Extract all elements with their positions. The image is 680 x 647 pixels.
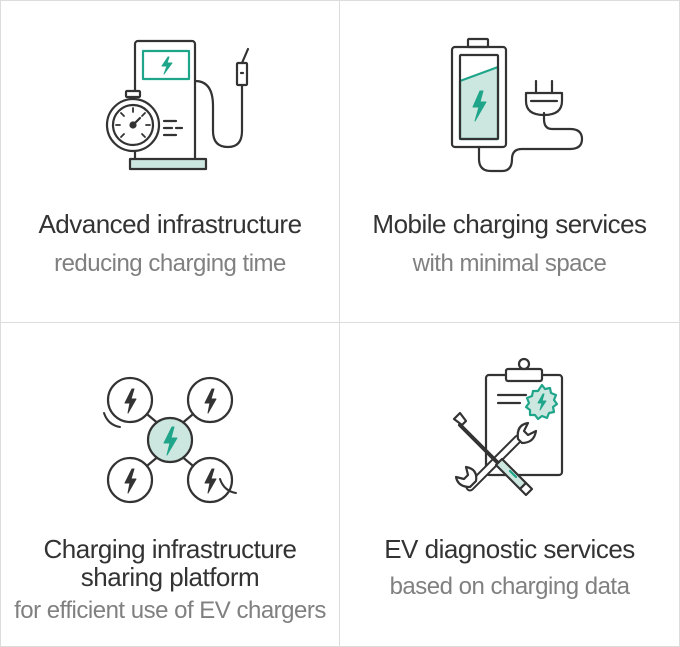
feature-card-sharing-platform: Charging infrastructure sharing platform… <box>0 323 340 647</box>
feature-card-infrastructure: Advanced infrastructure reducing chargin… <box>0 0 340 323</box>
card-title: Mobile charging services <box>372 209 647 239</box>
battery-with-plug-icon <box>340 31 679 181</box>
clipboard-with-tools-icon <box>340 355 679 505</box>
feature-card-mobile-charging: Mobile charging services with minimal sp… <box>340 0 680 323</box>
card-title: Charging infrastructure sharing platform <box>1 535 339 591</box>
fuel-pump-with-gauge-icon <box>1 31 339 181</box>
card-subtitle: reducing charging time <box>54 250 286 277</box>
card-title: EV diagnostic services <box>384 534 635 564</box>
card-subtitle: with minimal space <box>412 250 607 277</box>
card-title: Advanced infrastructure <box>38 209 302 239</box>
card-title-line-1: Charging infrastructure <box>43 534 297 564</box>
card-title-line-2: sharing platform <box>80 562 260 592</box>
card-subtitle: for efficient use of EV chargers <box>14 597 326 624</box>
card-subtitle: based on charging data <box>389 573 630 600</box>
feature-card-diagnostics: EV diagnostic services based on charging… <box>340 323 680 647</box>
charging-network-icon <box>1 355 339 505</box>
